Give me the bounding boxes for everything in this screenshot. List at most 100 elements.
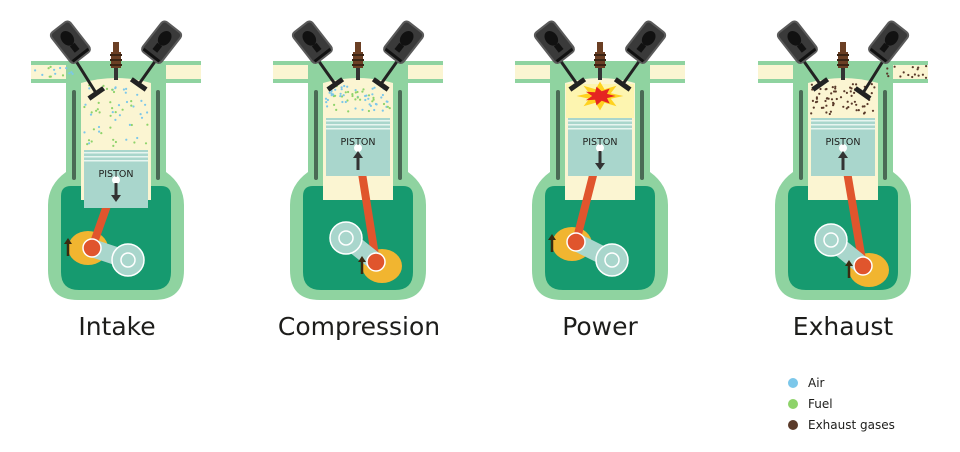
spark-plug-thread: [110, 64, 122, 66]
exhaust-particle: [811, 99, 815, 102]
exhaust-particle: [814, 101, 818, 104]
air-fuel-particle: [41, 73, 44, 76]
exhaust-particle: [925, 65, 928, 68]
exhaust-particle: [825, 97, 829, 100]
exhaust-particle: [850, 102, 853, 105]
air-fuel-particle: [332, 93, 335, 96]
air-fuel-particle: [354, 91, 357, 94]
legend-item-exhaust-gases: Exhaust gases: [788, 414, 895, 435]
exhaust-particle: [842, 105, 845, 108]
exhaust-particle: [828, 112, 831, 116]
stage-label-exhaust: Exhaust: [792, 312, 894, 341]
cooling-slot: [398, 90, 402, 180]
air-fuel-particle: [136, 93, 139, 96]
air-fuel-particle: [121, 108, 124, 111]
air-fuel-particle: [54, 72, 57, 75]
exhaust-particle: [916, 68, 919, 71]
air-fuel-particle: [98, 130, 101, 133]
air-fuel-particle: [367, 94, 371, 97]
engine-compression: PISTON: [273, 20, 443, 300]
air-fuel-particle: [334, 88, 337, 91]
spark-plug-thread: [352, 64, 364, 66]
air-fuel-particle: [335, 108, 338, 111]
air-fuel-particle: [324, 97, 328, 100]
air-fuel-particle: [97, 125, 101, 129]
air-fuel-particle: [83, 131, 86, 134]
right-valve-head: [853, 86, 872, 101]
fuel-dot-icon: [788, 398, 798, 409]
air-fuel-particle: [114, 118, 117, 121]
air-fuel-particle: [125, 87, 128, 90]
piston-label: PISTON: [99, 169, 134, 180]
air-fuel-particle: [364, 98, 367, 102]
exhaust-particle: [853, 100, 857, 103]
piston-ring: [568, 120, 632, 122]
exhaust-particle: [825, 111, 828, 114]
motion-arrow-head: [595, 163, 605, 170]
exhaust-particle: [857, 109, 860, 112]
exhaust-particle: [825, 104, 828, 107]
crankshaft: [595, 243, 629, 277]
piston-ring: [84, 156, 148, 158]
air-fuel-particle: [328, 91, 331, 94]
air-fuel-particle: [369, 104, 372, 107]
exhaust-particle: [845, 91, 849, 94]
air-fuel-particle: [367, 97, 370, 100]
exhaust-particle: [822, 106, 825, 109]
crankshaft-hub: [338, 230, 354, 246]
air-fuel-particle: [89, 113, 93, 116]
air-fuel-particle: [347, 90, 350, 94]
air-fuel-particle: [111, 111, 114, 114]
exhaust-particle: [921, 73, 925, 76]
air-fuel-particle: [365, 94, 368, 97]
spark-plug-icon: [597, 42, 603, 52]
air-fuel-particle: [140, 99, 143, 102]
exhaust-particle: [846, 100, 849, 103]
air-fuel-particle: [368, 103, 371, 106]
air-fuel-particle: [356, 96, 359, 99]
air-fuel-particle: [347, 110, 350, 113]
air-fuel-particle: [372, 96, 375, 99]
air-fuel-particle: [354, 98, 357, 101]
spark-plug-tip: [841, 68, 845, 80]
air-fuel-particle: [34, 69, 37, 72]
crankshaft-hub: [823, 232, 839, 248]
air-fuel-particle: [354, 89, 357, 92]
air-fuel-particle: [114, 111, 117, 114]
air-fuel-particle: [354, 107, 357, 110]
air-fuel-particle: [48, 75, 51, 78]
spark-plug-thread: [594, 59, 606, 61]
stage-label-power: Power: [562, 312, 638, 341]
exhaust-particle: [832, 102, 835, 105]
motion-arrow-head: [838, 151, 848, 158]
air-fuel-particle: [371, 87, 374, 90]
air-fuel-particle: [70, 71, 73, 74]
air-fuel-particle: [346, 85, 349, 88]
left-valve-head: [811, 77, 830, 92]
rotation-arrow-head: [548, 234, 556, 240]
spark-plug-thread: [837, 59, 849, 61]
air-fuel-particle: [343, 84, 346, 88]
exhaust-particle: [870, 92, 873, 95]
exhaust-particle: [899, 75, 902, 78]
piston-label: PISTON: [826, 137, 861, 148]
crank-pin: [82, 238, 102, 258]
exhaust-particle: [855, 103, 858, 106]
air-fuel-particle: [105, 87, 109, 90]
air-fuel-particle: [326, 98, 329, 102]
exhaust-particle: [913, 73, 917, 76]
spark-plug-thread: [837, 64, 849, 66]
air-fuel-particle: [374, 102, 377, 106]
air-fuel-particle: [325, 101, 328, 104]
air-fuel-particle: [130, 100, 133, 103]
air-fuel-particle: [371, 100, 374, 103]
air-fuel-particle: [380, 96, 383, 99]
cooling-slot: [640, 90, 644, 180]
exhaust-particle: [830, 98, 834, 101]
air-fuel-particle: [136, 136, 139, 140]
air-fuel-particle: [90, 111, 93, 114]
exhaust-particle: [810, 112, 813, 115]
air-fuel-particle: [117, 104, 121, 107]
exhaust-particle: [825, 87, 828, 91]
